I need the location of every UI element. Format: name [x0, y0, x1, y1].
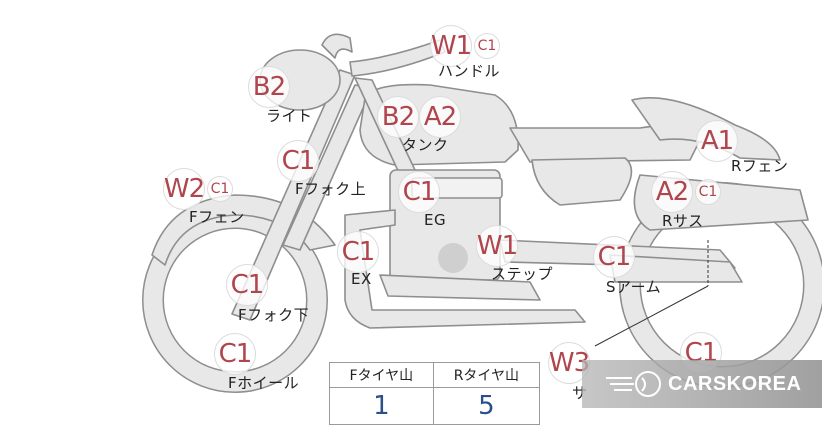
part-muffler-grades: W3 — [548, 342, 590, 384]
handlebar — [321, 33, 353, 59]
exhaust — [344, 209, 586, 329]
grade-badge: C1 — [214, 333, 256, 375]
front-tire-value: 1 — [329, 387, 434, 425]
watermark-text: CARSKOREA — [668, 372, 802, 395]
carskorea-watermark: CARSKOREA — [582, 360, 822, 408]
part-light-grades: B2 — [248, 66, 290, 108]
rear-tire-header: Rタイヤ山 — [432, 362, 541, 388]
grade-badge: W2 — [163, 168, 205, 210]
part-label-rfender: Rフェン — [731, 157, 789, 175]
part-tank-grades: B2 A2 — [377, 96, 461, 138]
part-step-grades: W1 — [476, 225, 518, 267]
part-ffork-upper-grades: C1 — [277, 140, 319, 182]
part-ffender-grades: W2 C1 — [163, 168, 233, 210]
grade-badge: A2 — [651, 171, 693, 213]
grade-badge: C1 — [398, 171, 440, 213]
rear-tire-value: 5 — [432, 387, 541, 425]
grade-badge: W1 — [476, 225, 518, 267]
leader-line — [594, 285, 709, 347]
part-label-ffork-lower: Fフォク下 — [238, 306, 310, 324]
part-label-handle: ハンドル — [438, 62, 501, 80]
part-ffork-lower-grades: C1 — [226, 264, 268, 306]
part-handle-grades: W1 C1 — [430, 25, 500, 67]
grade-badge: C1 — [337, 231, 379, 273]
grade-badge: A2 — [419, 96, 461, 138]
part-label-swingarm: Sアーム — [606, 278, 662, 296]
side-cover — [531, 157, 633, 206]
part-swingarm-grades: C1 — [593, 236, 635, 278]
part-rfender-grades: A1 — [696, 120, 738, 162]
part-label-ffork-upper: Fフォク上 — [295, 180, 367, 198]
part-label-fwheel: Fホイール — [228, 374, 300, 392]
grade-badge: C1 — [695, 179, 721, 205]
part-label-light: ライト — [266, 107, 313, 125]
grade-badge: A1 — [696, 120, 738, 162]
front-fork — [231, 69, 356, 321]
grade-badge: C1 — [207, 176, 233, 202]
grade-badge: B2 — [248, 66, 290, 108]
front-tire-header: Fタイヤ山 — [329, 362, 434, 388]
part-label-ffender: Fフェン — [189, 208, 245, 226]
tire-tread-table: Fタイヤ山 Rタイヤ山 1 5 — [329, 362, 541, 425]
grade-badge: W1 — [430, 25, 472, 67]
part-exhaust-grades: C1 — [337, 231, 379, 273]
part-rsus-grades: A2 C1 — [651, 171, 721, 213]
speed-logo-icon — [606, 371, 661, 397]
grade-badge: W3 — [548, 342, 590, 384]
grade-badge: B2 — [377, 96, 419, 138]
grade-badge: C1 — [593, 236, 635, 278]
part-label-rsus: Rサス — [662, 212, 704, 230]
part-label-exhaust: EX — [351, 270, 372, 288]
part-label-step: ステップ — [491, 265, 554, 283]
part-label-tank: タンク — [402, 136, 449, 154]
grade-badge: C1 — [474, 33, 500, 59]
part-fwheel-grades: C1 — [214, 333, 256, 375]
grade-badge: C1 — [277, 140, 319, 182]
grade-badge: C1 — [226, 264, 268, 306]
part-engine-grades: C1 — [398, 171, 440, 213]
part-label-engine: EG — [424, 211, 447, 229]
